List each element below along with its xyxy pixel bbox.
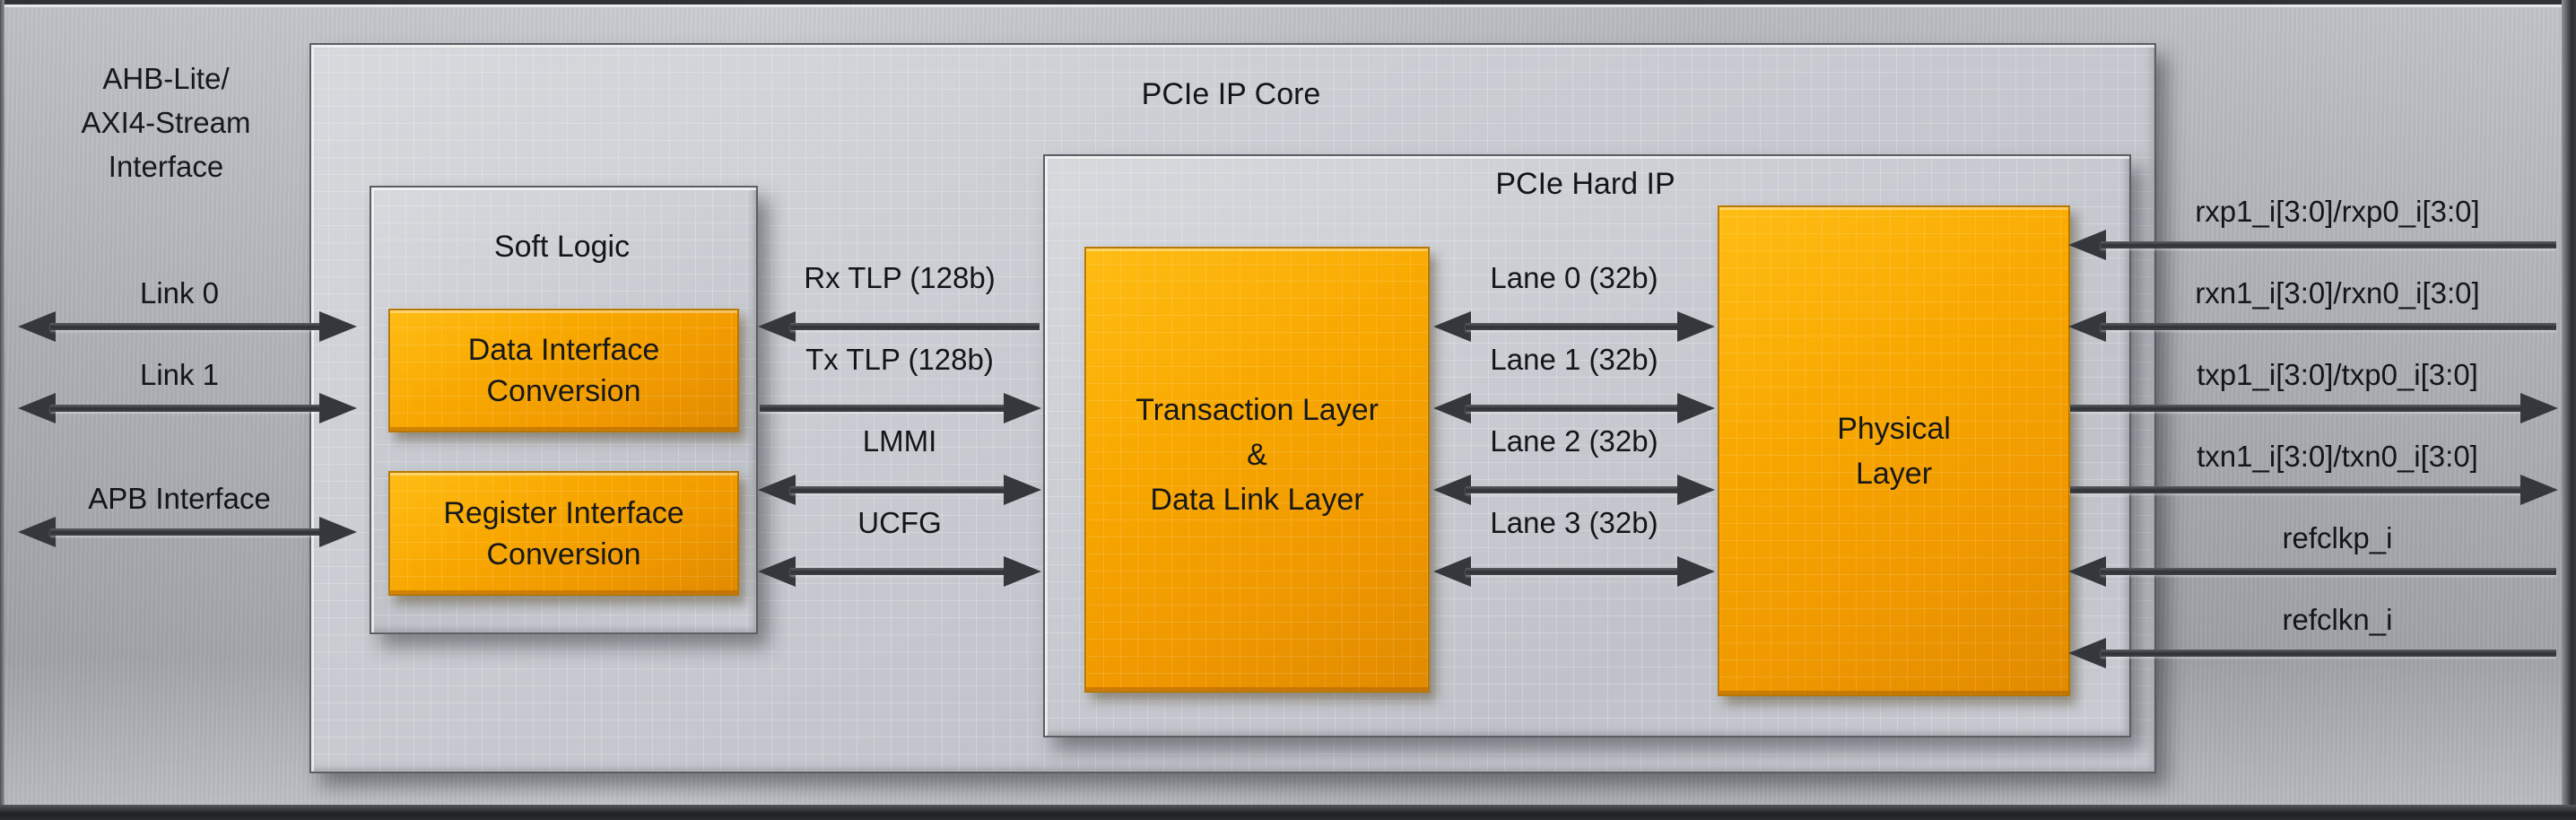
tx-tlp-arrow xyxy=(758,393,1041,423)
rx-tlp-label: Rx TLP (128b) xyxy=(804,261,996,294)
physical-layer-block: Physical Layer xyxy=(1718,205,2070,696)
register-interface-conversion-label-line1: Register Interface xyxy=(443,495,684,530)
tl-dll-label-line1: Transaction Layer xyxy=(1136,392,1379,427)
link0-label: Link 0 xyxy=(139,276,220,310)
arrowhead-left-icon xyxy=(18,517,56,547)
arrowhead-left-icon xyxy=(18,311,56,342)
host-interface-caption-line2: AXI4-Stream xyxy=(81,106,251,139)
txp-label: txp1_i[3:0]/txp0_i[3:0] xyxy=(2197,358,2478,391)
arrowhead-left-icon xyxy=(1433,311,1471,342)
lane1-arrow xyxy=(1433,393,1715,423)
host-interface-caption-line3: Interface xyxy=(108,150,224,183)
arrowhead-right-icon xyxy=(319,517,357,547)
lane0-label: Lane 0 (32b) xyxy=(1490,261,1658,294)
tx-tlp-label: Tx TLP (128b) xyxy=(805,343,994,376)
link1-arrow xyxy=(18,393,357,423)
lane1-label: Lane 1 (32b) xyxy=(1490,343,1658,376)
lane2-arrow xyxy=(1433,475,1715,505)
rxp-arrow xyxy=(2068,230,2558,260)
apb-interface-arrow xyxy=(18,517,357,547)
soft-logic-title: Soft Logic xyxy=(493,230,631,264)
arrowhead-right-icon xyxy=(1677,556,1715,587)
arrowhead-left-icon xyxy=(18,393,56,423)
lane3-arrow xyxy=(1433,556,1715,587)
panel-edge-right xyxy=(2562,0,2576,820)
arrowhead-right-icon xyxy=(1004,393,1041,423)
rx-tlp-arrow xyxy=(758,311,1041,342)
arrowhead-left-icon xyxy=(1433,475,1471,505)
physical-layer-label-line1: Physical xyxy=(1837,411,1951,446)
register-interface-conversion-block: Register Interface Conversion xyxy=(388,471,739,596)
arrowhead-left-icon xyxy=(2068,311,2106,342)
ucfg-arrow xyxy=(758,556,1041,587)
txn-label: txn1_i[3:0]/txn0_i[3:0] xyxy=(2197,440,2478,473)
arrowhead-right-icon xyxy=(1677,393,1715,423)
refclkp-label: refclkp_i xyxy=(2282,521,2393,554)
pcie-hard-ip-title: PCIe Hard IP xyxy=(1495,167,1675,201)
panel-edge-top-highlight xyxy=(0,4,2576,7)
arrowhead-right-icon xyxy=(1004,556,1041,587)
txp-arrow xyxy=(2068,393,2558,423)
arrowhead-left-icon xyxy=(758,475,796,505)
panel-edge-bottom xyxy=(0,805,2576,820)
rxn-label: rxn1_i[3:0]/rxn0_i[3:0] xyxy=(2195,276,2480,310)
physical-layer-label-line2: Layer xyxy=(1855,456,1933,491)
tl-dll-label-line2: & xyxy=(1247,437,1267,472)
data-interface-conversion-label-line1: Data Interface xyxy=(467,333,660,367)
refclkp-arrow xyxy=(2068,556,2558,587)
refclkn-label: refclkn_i xyxy=(2282,603,2393,636)
arrowhead-right-icon xyxy=(1004,475,1041,505)
register-interface-conversion-label-line2: Conversion xyxy=(486,536,641,571)
arrowhead-right-icon xyxy=(2520,475,2558,505)
transaction-data-link-layer-block: Transaction Layer & Data Link Layer xyxy=(1084,247,1430,693)
data-interface-conversion-block: Data Interface Conversion xyxy=(388,309,739,432)
txn-arrow xyxy=(2068,475,2558,505)
arrowhead-right-icon xyxy=(319,311,357,342)
arrowhead-left-icon xyxy=(2068,230,2106,260)
pcie-ip-core-title: PCIe IP Core xyxy=(1141,77,1321,111)
arrowhead-left-icon xyxy=(1433,393,1471,423)
lane2-label: Lane 2 (32b) xyxy=(1490,424,1658,458)
panel-edge-left xyxy=(0,0,4,820)
arrowhead-right-icon xyxy=(319,393,357,423)
panel-edge-top xyxy=(0,0,2576,4)
arrowhead-left-icon xyxy=(758,311,796,342)
lane0-arrow xyxy=(1433,311,1715,342)
ucfg-label: UCFG xyxy=(857,506,942,539)
lmmi-label: LMMI xyxy=(862,424,937,458)
arrowhead-left-icon xyxy=(2068,556,2106,587)
host-interface-caption: AHB-Lite/ AXI4-Stream Interface xyxy=(18,57,314,188)
tl-dll-label-line3: Data Link Layer xyxy=(1150,482,1364,517)
data-interface-conversion-label-line2: Conversion xyxy=(486,374,641,408)
lane3-label: Lane 3 (32b) xyxy=(1490,506,1658,539)
arrowhead-right-icon xyxy=(1677,475,1715,505)
lmmi-arrow xyxy=(758,475,1041,505)
rxp-label: rxp1_i[3:0]/rxp0_i[3:0] xyxy=(2195,195,2480,228)
apb-interface-label: APB Interface xyxy=(88,482,271,515)
link1-label: Link 1 xyxy=(139,358,220,391)
arrowhead-right-icon xyxy=(2520,393,2558,423)
link0-arrow xyxy=(18,311,357,342)
host-interface-caption-line1: AHB-Lite/ xyxy=(102,62,230,95)
arrowhead-left-icon xyxy=(758,556,796,587)
refclkn-arrow xyxy=(2068,638,2558,668)
rxn-arrow xyxy=(2068,311,2558,342)
arrowhead-right-icon xyxy=(1677,311,1715,342)
arrowhead-left-icon xyxy=(2068,638,2106,668)
arrowhead-left-icon xyxy=(1433,556,1471,587)
